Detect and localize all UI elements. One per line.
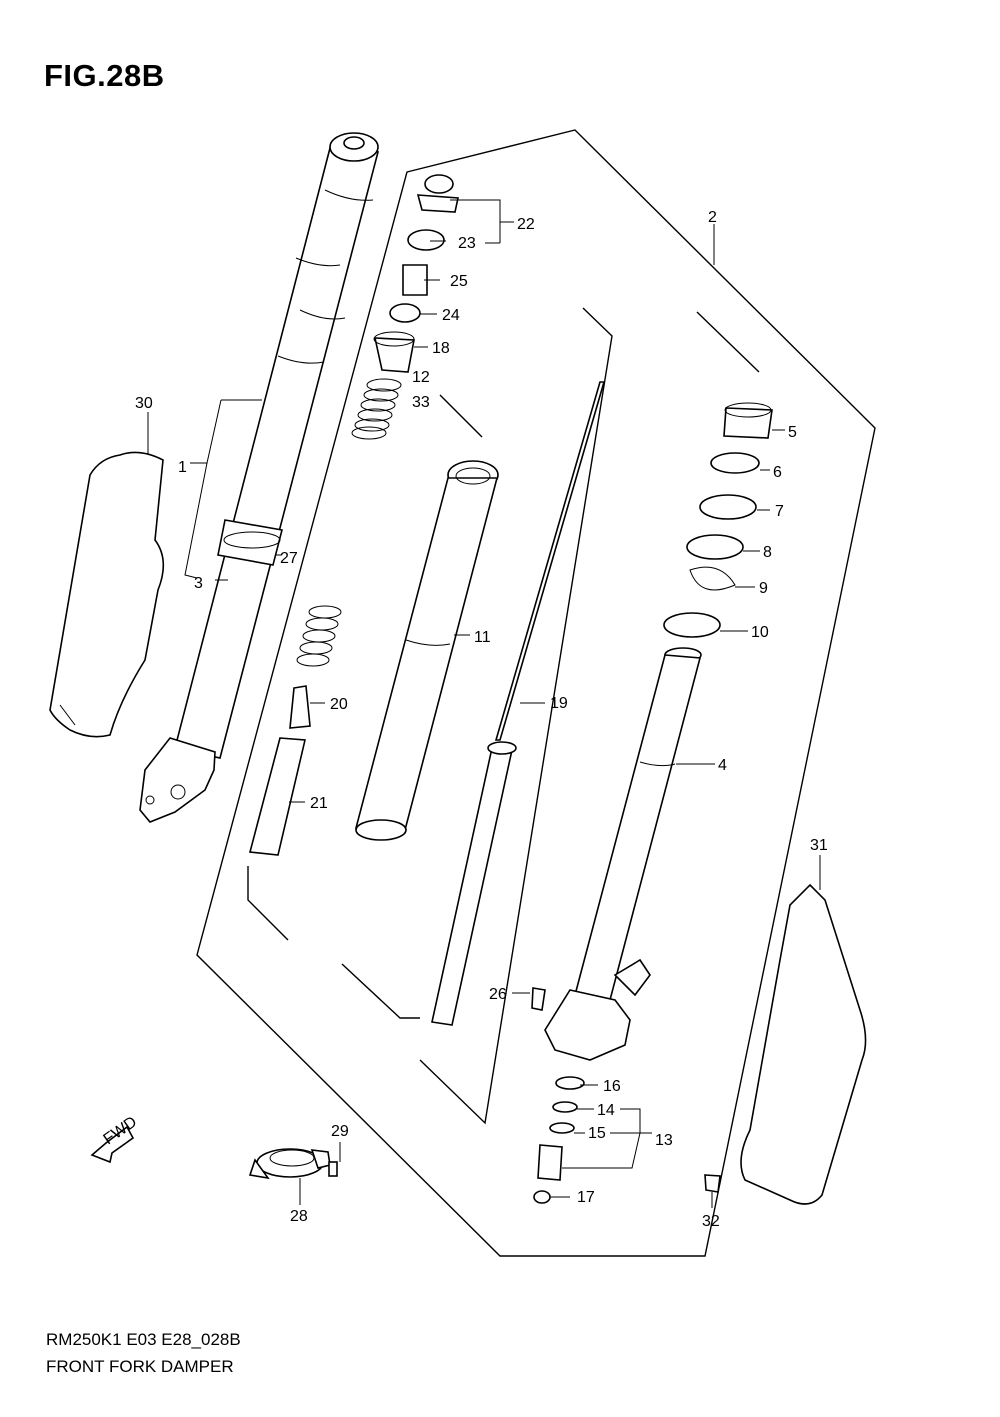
damper-rod <box>431 381 606 1026</box>
callout-9: 9 <box>759 580 768 597</box>
callout-16: 16 <box>603 1078 621 1095</box>
callout-13: 13 <box>655 1132 673 1149</box>
seal-group-outline <box>696 311 760 373</box>
assembly-boundary <box>196 129 876 1257</box>
figure-description: FRONT FORK DAMPER <box>46 1357 234 1376</box>
inner-fork-tube <box>544 647 702 1061</box>
callout-4: 4 <box>718 757 727 774</box>
callout-leaders <box>147 199 821 1208</box>
callout-7: 7 <box>775 503 784 520</box>
top-cap-stack <box>373 174 459 373</box>
bolt-26 <box>531 987 546 1011</box>
oring-16 <box>555 1076 585 1090</box>
callout-8: 8 <box>763 544 772 561</box>
callout-28: 28 <box>290 1208 308 1225</box>
callout-33: 33 <box>412 394 430 411</box>
callout-11: 11 <box>474 629 491 646</box>
callout-1: 1 <box>178 459 187 476</box>
callout-21: 21 <box>310 795 328 812</box>
spring-group-outline-b <box>439 394 483 438</box>
outer-fork-tube <box>139 132 380 823</box>
spring-group-outline <box>247 866 289 941</box>
damper-tube <box>354 460 499 841</box>
callout-5: 5 <box>788 424 797 441</box>
callout-31: 31 <box>810 837 828 854</box>
callout-22: 22 <box>517 216 535 233</box>
callout-23: 23 <box>458 235 476 252</box>
callout-17: 17 <box>577 1189 595 1206</box>
callout-29: 29 <box>331 1123 349 1140</box>
upper-spring <box>351 378 402 440</box>
oring-15 <box>549 1122 575 1134</box>
callout-26: 26 <box>489 986 507 1003</box>
callout-10: 10 <box>751 624 769 641</box>
callout-3: 3 <box>194 575 203 592</box>
callout-14: 14 <box>597 1102 615 1119</box>
callout-19: 19 <box>550 695 568 712</box>
figure-title: FIG.28B <box>44 58 165 93</box>
fwd-arrow-icon <box>90 1125 135 1164</box>
rod-group-outline <box>419 307 613 1125</box>
callout-18: 18 <box>432 340 450 357</box>
seal-stack <box>663 402 773 638</box>
callout-6: 6 <box>773 464 782 481</box>
callout-25: 25 <box>450 273 468 290</box>
plug-17 <box>533 1190 551 1204</box>
callout-2: 2 <box>708 209 717 226</box>
callout-27: 27 <box>280 550 298 567</box>
model-code: RM250K1 E03 E28_028B <box>46 1330 241 1349</box>
callout-30: 30 <box>135 395 153 412</box>
callout-20: 20 <box>330 696 348 713</box>
lower-spring <box>296 605 342 667</box>
oring-14 <box>552 1101 578 1113</box>
fork-clamp <box>248 1148 338 1180</box>
callout-24: 24 <box>442 307 460 324</box>
fork-guard-right <box>740 883 867 1205</box>
fork-guard-left <box>49 451 165 738</box>
tube-group-outline <box>341 963 420 1019</box>
callout-32: 32 <box>702 1213 720 1230</box>
base-valve <box>537 1144 563 1181</box>
callout-15: 15 <box>588 1125 606 1142</box>
callout-12: 12 <box>412 369 430 386</box>
spring-guide <box>289 685 311 729</box>
bolt-32 <box>704 1174 721 1193</box>
spring-seat-sleeve <box>248 737 306 856</box>
